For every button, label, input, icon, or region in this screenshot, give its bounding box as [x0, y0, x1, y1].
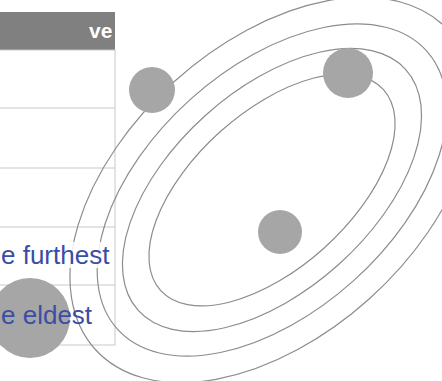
- table-row-line: [0, 108, 115, 109]
- orbit-ellipse: [71, 0, 442, 381]
- planet: [129, 67, 175, 113]
- planet: [323, 48, 373, 98]
- table-row-line: [0, 227, 115, 228]
- table-header-cell: ve: [89, 20, 112, 41]
- orbit-ellipse: [36, 0, 442, 381]
- table-header: [0, 12, 115, 50]
- table-row-line: [0, 168, 115, 169]
- planet: [258, 210, 302, 254]
- table-cell: e furthest: [1, 242, 109, 268]
- table-cell: e eldest: [1, 302, 92, 328]
- orbit-ellipse: [108, 32, 435, 349]
